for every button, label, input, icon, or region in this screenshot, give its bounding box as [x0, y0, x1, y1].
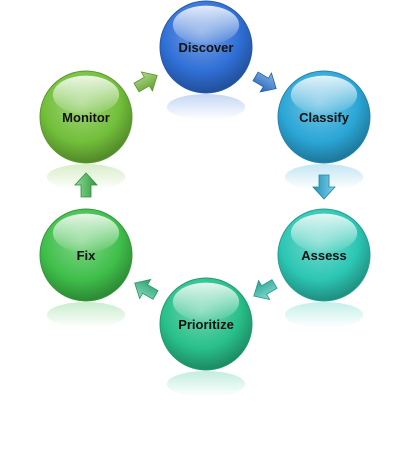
node-assess[interactable]: Assess: [277, 208, 371, 302]
discover-highlight: [172, 5, 240, 45]
node-discover[interactable]: Discover: [159, 0, 253, 94]
assess-reflection: [284, 302, 364, 328]
arrow-classify-to-assess: [312, 174, 336, 200]
node-prioritize[interactable]: Prioritize: [159, 277, 253, 371]
arrow-prioritize-to-fix: [134, 278, 159, 300]
assess-highlight: [290, 213, 358, 253]
node-classify[interactable]: Classify: [277, 70, 371, 164]
prioritize-highlight: [172, 282, 240, 322]
fix-reflection: [46, 302, 126, 328]
monitor-highlight: [52, 75, 120, 115]
fix-label: Fix: [77, 248, 97, 263]
arrows-layer: [74, 71, 336, 301]
classify-label: Classify: [299, 110, 350, 125]
classify-highlight: [290, 75, 358, 115]
prioritize-reflection: [166, 371, 246, 397]
monitor-label: Monitor: [62, 110, 110, 125]
prioritize-label: Prioritize: [178, 317, 234, 332]
discover-label: Discover: [179, 40, 234, 55]
arrow-fix-to-monitor: [74, 172, 98, 198]
node-monitor[interactable]: Monitor: [39, 70, 133, 164]
assess-label: Assess: [301, 248, 347, 263]
fix-highlight: [52, 213, 120, 253]
arrow-assess-to-prioritize: [253, 279, 278, 301]
node-fix[interactable]: Fix: [39, 208, 133, 302]
discover-reflection: [166, 94, 246, 120]
arrow-monitor-to-discover: [133, 71, 158, 93]
arrow-discover-to-classify: [252, 71, 277, 93]
